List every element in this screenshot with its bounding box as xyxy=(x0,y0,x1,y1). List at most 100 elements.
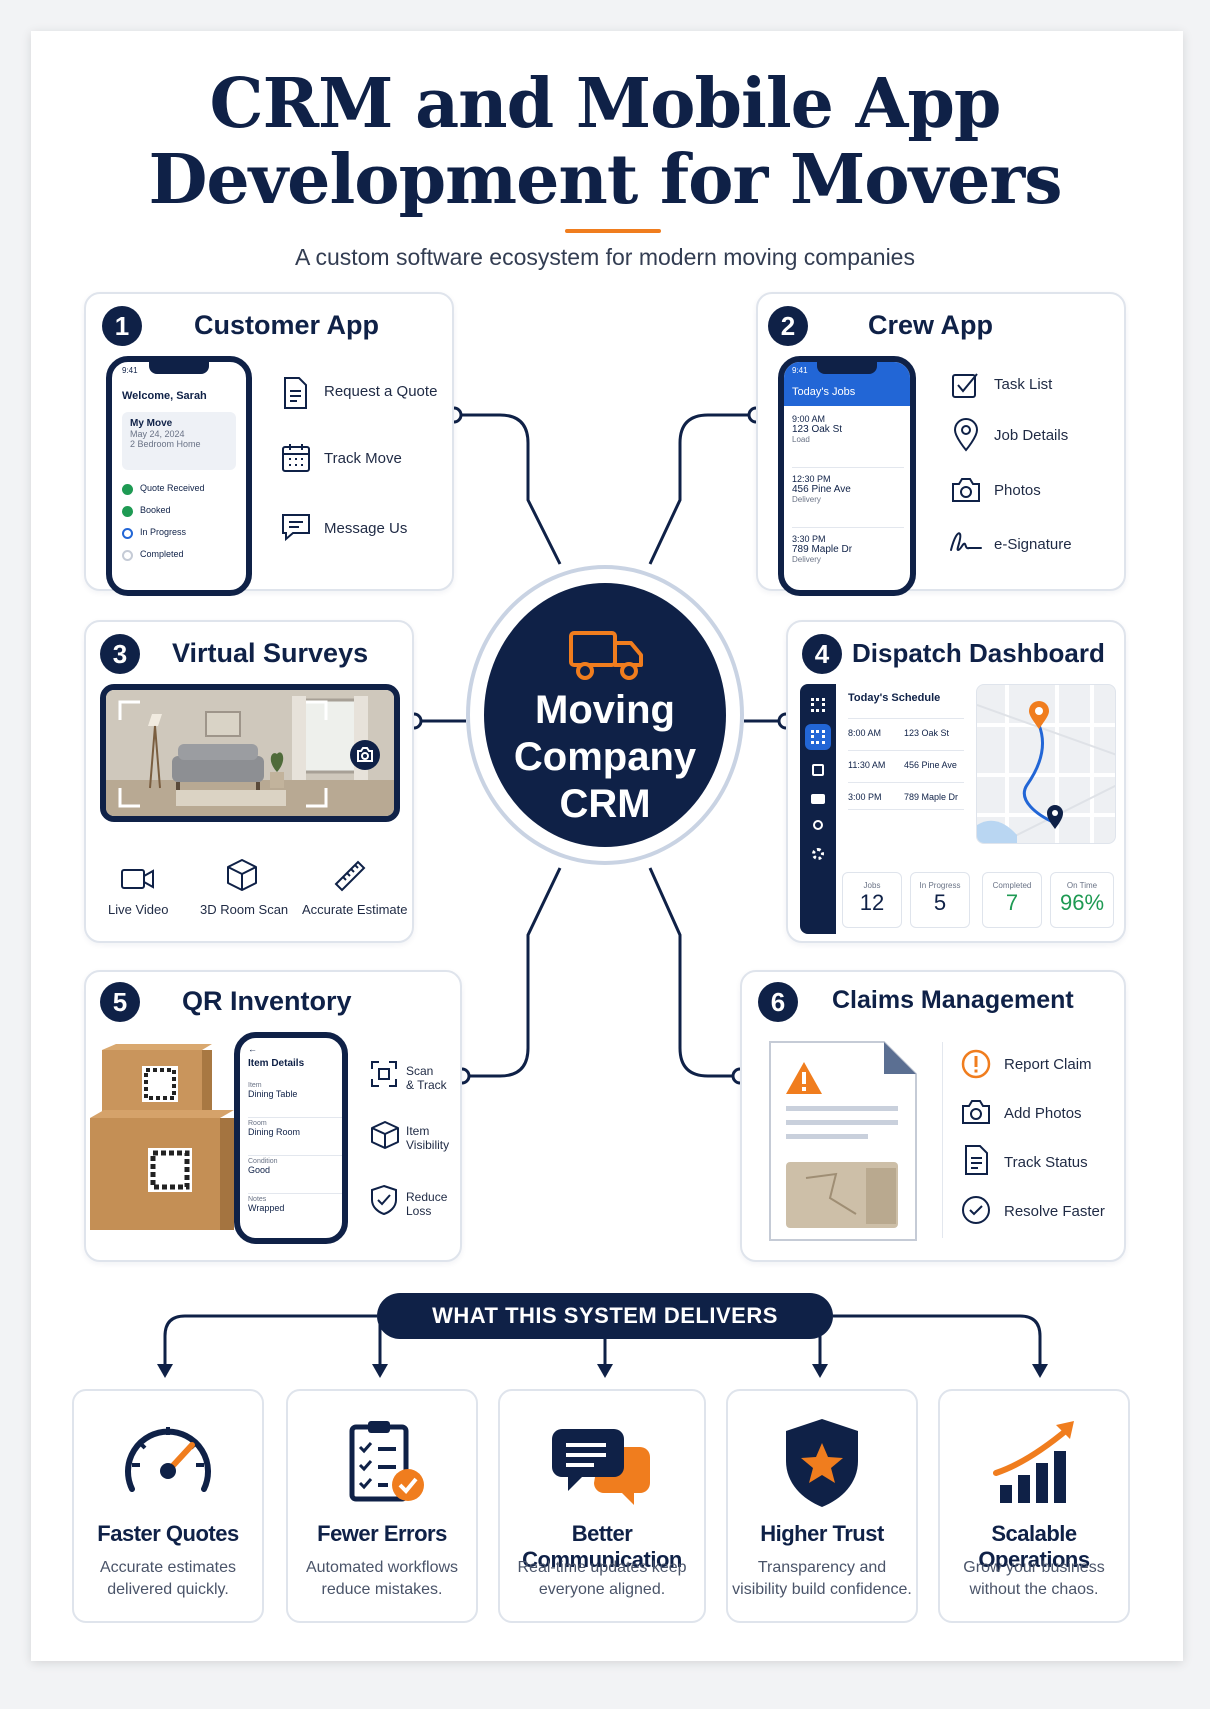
step-done-icon xyxy=(122,506,133,517)
scan-frame-corners xyxy=(118,700,328,808)
capture-camera-button[interactable] xyxy=(350,740,380,770)
virtual-surveys-card: 3 Virtual Surveys Live Video xyxy=(84,620,414,943)
box-icon xyxy=(370,1120,400,1150)
schedule-time: 11:30 AM xyxy=(848,760,886,770)
shield-check-icon xyxy=(370,1184,398,1216)
schedule-row[interactable]: 3:00 PM 789 Maple Dr xyxy=(848,782,964,810)
card-title: Customer App xyxy=(194,310,380,340)
inventory-field: Condition Good xyxy=(248,1158,342,1194)
step-label: Quote Received xyxy=(140,483,205,493)
settings-icon[interactable] xyxy=(812,848,824,860)
feature-reduce-loss: Reduce Loss xyxy=(406,1190,447,1218)
phone-notch xyxy=(149,362,209,374)
grid-icon[interactable] xyxy=(811,698,825,712)
card-number-badge: 5 xyxy=(100,982,140,1022)
field-label: Room xyxy=(248,1120,267,1127)
feature-line: Reduce xyxy=(406,1190,448,1204)
crm-hub: Moving Company CRM xyxy=(466,565,744,865)
job-type: Delivery xyxy=(792,555,821,564)
schedule-time: 8:00 AM xyxy=(848,728,882,738)
crm-hub-line1: Moving xyxy=(535,688,675,732)
document-icon xyxy=(280,376,310,410)
benefit-line: Automated workflows xyxy=(305,1559,459,1576)
scan-icon xyxy=(370,1060,398,1088)
feature-line: Scan xyxy=(406,1064,434,1078)
move-size: 2 Bedroom Home xyxy=(130,439,201,449)
dashboard-nav-active[interactable] xyxy=(805,724,831,750)
schedule-title: Today's Schedule xyxy=(848,692,941,704)
chat-bubbles-icon xyxy=(552,1429,650,1505)
job-item: 12:30 PM 456 Pine Ave Delivery xyxy=(792,474,904,528)
card-number-badge: 6 xyxy=(758,982,798,1022)
crm-hub-core: Moving Company CRM xyxy=(484,583,726,847)
schedule-row[interactable]: 8:00 AM 123 Oak St xyxy=(848,718,964,746)
stat-value: 7 xyxy=(1005,890,1019,915)
crm-hub-title: Moving Company CRM xyxy=(484,687,726,828)
growth-chart-icon xyxy=(993,1421,1074,1503)
feature-job-details: Job Details xyxy=(994,427,1069,444)
crm-hub-line2: Company xyxy=(513,735,697,779)
claims-management-card: 6 Claims Management Report Claim Add Pho… xyxy=(740,970,1126,1262)
feature-request-quote: Request a Quote xyxy=(324,383,438,400)
field-value: Good xyxy=(248,1165,271,1175)
step-current-icon xyxy=(122,528,133,539)
page-title-line1: CRM and Mobile App xyxy=(209,64,1002,144)
feature-photos: Photos xyxy=(994,482,1041,499)
qr-inventory-card: 5 QR Inventory ← Item Details Item Dinin… xyxy=(84,970,462,1262)
welcome-text: Welcome, Sarah xyxy=(122,390,207,402)
room-scene-image xyxy=(106,690,394,816)
field-label: Condition xyxy=(248,1158,278,1165)
benefit-description: Transparency and visibility build confid… xyxy=(728,1557,916,1601)
step-pending-icon xyxy=(122,550,133,561)
route-map[interactable] xyxy=(976,684,1116,844)
message-icon xyxy=(280,512,312,542)
back-arrow-icon[interactable]: ← xyxy=(248,1044,257,1054)
feature-line: & Track xyxy=(406,1078,447,1092)
calendar-icon[interactable] xyxy=(812,764,824,776)
truck-icon[interactable] xyxy=(811,794,825,804)
document-icon xyxy=(962,1144,990,1176)
customer-phone-mockup: 9:41 Welcome, Sarah My Move May 24, 2024… xyxy=(106,356,252,596)
schedule-time: 3:00 PM xyxy=(848,792,882,802)
shield-star-icon xyxy=(786,1419,858,1507)
benefit-title: Higher Trust xyxy=(760,1521,884,1546)
benefit-line: without the chaos. xyxy=(969,1581,1099,1598)
crm-hub-line3: CRM xyxy=(559,782,651,826)
benefit-line: delivered quickly. xyxy=(107,1581,229,1598)
feature-line: Item xyxy=(406,1124,430,1138)
benefit-faster-quotes: Faster Quotes Accurate estimates deliver… xyxy=(72,1389,264,1623)
location-pin-icon xyxy=(952,418,980,452)
benefit-description: Real-time updates keep everyone aligned. xyxy=(500,1557,704,1601)
camera-icon xyxy=(950,476,982,504)
benefit-better-communication: Better Communication Real-time updates k… xyxy=(498,1389,706,1623)
job-item: 3:30 PM 789 Maple Dr Delivery xyxy=(792,534,904,588)
stat-on-time: On Time 96% xyxy=(1050,872,1114,928)
benefit-title: Scalable Operations xyxy=(978,1521,1090,1572)
job-time: 9:00 AM xyxy=(792,414,826,424)
calendar-icon xyxy=(280,442,312,474)
field-value: Wrapped xyxy=(248,1203,285,1213)
job-time: 12:30 PM xyxy=(792,474,831,484)
camera-icon xyxy=(357,747,373,762)
user-icon[interactable] xyxy=(813,820,823,830)
schedule-row[interactable]: 11:30 AM 456 Pine Ave xyxy=(848,750,964,778)
benefit-scalable-operations: Scalable Operations Grow your business w… xyxy=(938,1389,1130,1623)
stat-completed: Completed 7 xyxy=(982,872,1042,928)
checklist-icon xyxy=(349,1421,424,1502)
stat-in-progress: In Progress 5 xyxy=(910,872,970,928)
move-date: May 24, 2024 xyxy=(130,429,185,439)
job-address: 456 Pine Ave xyxy=(792,484,851,495)
benefit-title: Better Communication xyxy=(522,1521,682,1572)
dashboard-sidebar xyxy=(800,684,836,934)
status-time: 9:41 xyxy=(122,366,138,375)
today-schedule: Today's Schedule 8:00 AM 123 Oak St 11:3… xyxy=(844,684,968,844)
stat-label: On Time xyxy=(1066,881,1098,890)
phone-header-title: Item Details xyxy=(248,1058,305,1069)
truck-icon xyxy=(567,627,647,683)
job-address: 789 Maple Dr xyxy=(792,544,853,555)
job-time: 3:30 PM xyxy=(792,534,826,544)
inventory-field: Item Dining Table xyxy=(248,1082,342,1118)
feature-message-us: Message Us xyxy=(324,520,408,537)
step-label: Booked xyxy=(140,505,171,515)
schedule-address: 123 Oak St xyxy=(904,728,950,738)
